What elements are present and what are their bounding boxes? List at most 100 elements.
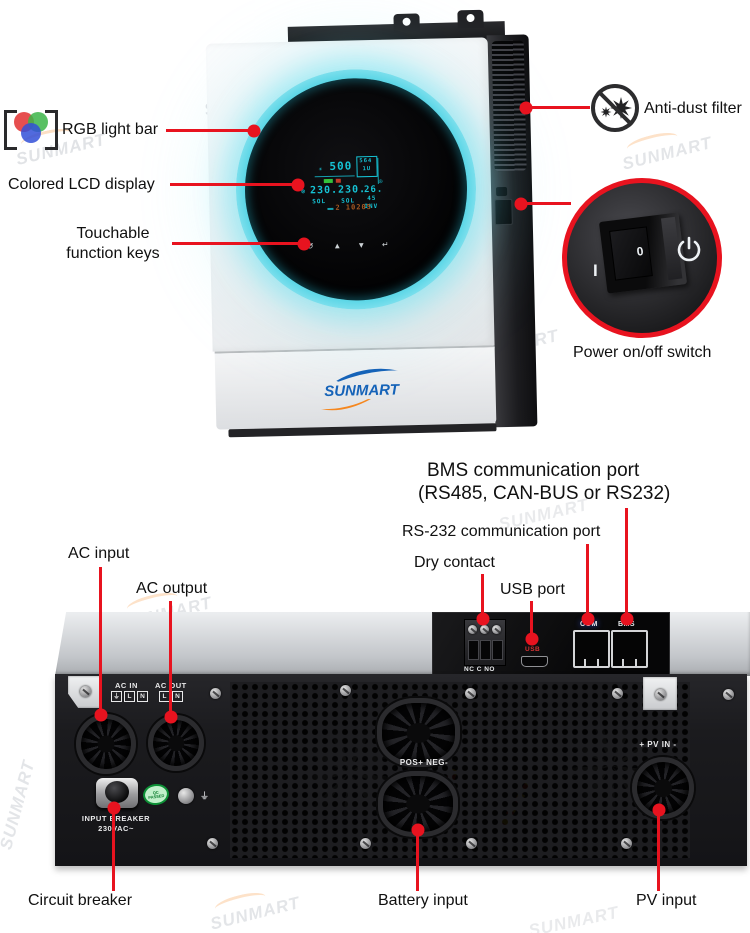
ac-input-grommet[interactable] [76, 714, 136, 774]
breaker-button[interactable] [105, 781, 129, 804]
bracket-tab [457, 9, 484, 29]
callout-dot [519, 101, 533, 115]
callout-line [166, 129, 254, 132]
switch-off-mark: 0 [635, 243, 645, 259]
neutral-pin: N [137, 691, 148, 702]
inverter-bottom-unit: NC C NO USB COM BMS AC IN [48, 608, 750, 868]
watermark: SUNMART [0, 758, 39, 852]
bms-port[interactable] [611, 630, 648, 668]
ground-stud[interactable] [178, 788, 194, 804]
screw [655, 689, 666, 700]
dry-contact-terminal[interactable] [464, 619, 506, 666]
circuit-breaker[interactable] [96, 778, 138, 808]
callout-dot [525, 632, 539, 646]
anti-dust-icon [591, 84, 639, 132]
logo-swoosh-top [336, 368, 399, 382]
lcd-temp: 45 [367, 194, 377, 203]
screw [621, 838, 632, 849]
callout-line [530, 601, 533, 634]
lcd-line [314, 175, 355, 178]
bracket-hole [466, 13, 475, 23]
terminal-slot [492, 640, 503, 660]
terminal-screw [492, 625, 501, 634]
ground-symbol: ⏚ [200, 791, 210, 801]
usb-port[interactable] [521, 656, 548, 667]
terminal-slot [468, 640, 479, 660]
callout-line [416, 833, 419, 891]
battery-input-label: Battery input [378, 892, 468, 909]
callout-line [169, 601, 172, 713]
neutral-pin: N [172, 691, 183, 702]
callout-line [99, 567, 102, 710]
down-key-icon[interactable]: ▼ [357, 240, 366, 250]
callout-dot [652, 803, 666, 817]
qc-text: QC PASSED [147, 789, 165, 800]
power-switch-slot [494, 198, 513, 226]
terminal-slot [480, 640, 491, 660]
rgb-icon [4, 110, 58, 150]
up-key-icon[interactable]: ▲ [333, 241, 342, 251]
callout-line [586, 544, 589, 616]
ground-pin: ⏚ [111, 691, 122, 702]
lcd-pv-icon: ☀ [318, 166, 323, 174]
callout-dot [107, 801, 121, 815]
com-port[interactable] [573, 630, 610, 668]
live-pin: L [124, 691, 135, 702]
lcd-top-box: 564 1U [356, 155, 378, 178]
logo-swoosh-bottom [320, 399, 371, 411]
anti-dust-label: Anti-dust filter [644, 100, 742, 117]
lcd-bottom-code: 2 10205 [335, 202, 373, 212]
callout-dot [297, 237, 311, 251]
callout-dot [620, 612, 634, 626]
lcd-left-mode: SOL [312, 198, 327, 206]
callout-line [657, 813, 660, 891]
side-port-slot [495, 186, 508, 197]
circuit-breaker-label: Circuit breaker [28, 892, 133, 909]
rgb-bracket-left [4, 110, 17, 150]
callout-dot [291, 178, 305, 192]
ac-output-grommet[interactable] [148, 715, 204, 771]
callout-line [625, 508, 628, 616]
function-keys-label-line1: Touchable [76, 225, 150, 242]
ac-input-label: AC input [68, 545, 130, 562]
rgb-light-bar-label: RGB light bar [62, 121, 159, 138]
screw [210, 688, 221, 699]
power-switch-housing: 0 [598, 212, 688, 294]
callout-dot [514, 197, 528, 211]
enter-key-icon[interactable]: ↵ [381, 240, 389, 250]
screw [612, 688, 623, 699]
callout-dot [94, 708, 108, 722]
lcd-mid-voltage: 230. [337, 184, 367, 196]
battery-grommet-pos[interactable] [377, 698, 460, 767]
screw [723, 689, 734, 700]
callout-dot [476, 612, 490, 626]
terminal-screw [480, 625, 489, 634]
callout-line [112, 811, 115, 891]
bracket-hole [402, 17, 411, 26]
breaker-marking-line2: 230VAC~ [98, 824, 134, 833]
screw [80, 686, 91, 697]
switch-on-mark: I [593, 261, 598, 280]
screw [207, 838, 218, 849]
pv-input-label: PV input [636, 892, 697, 909]
lcd-top-box-value: 564 [359, 157, 373, 165]
terminal-screw [468, 625, 477, 634]
lcd-pv-power: 500 [329, 159, 353, 173]
screw [340, 685, 351, 696]
lcd-line [327, 207, 334, 211]
power-switch-zoom: 0 I [562, 178, 722, 338]
ac-in-pins: ⏚ L N [111, 691, 148, 702]
qc-passed-sticker: QC PASSED [141, 782, 171, 807]
blue-circle-icon [21, 123, 41, 143]
screw [466, 838, 477, 849]
callout-dot [247, 124, 261, 138]
ac-output-label: AC output [136, 580, 208, 597]
power-switch-rocker[interactable]: 0 [609, 226, 653, 281]
power-symbol-icon [677, 236, 701, 262]
screw [465, 688, 476, 699]
callout-line [170, 183, 298, 186]
screw [360, 838, 371, 849]
lcd-display-label: Colored LCD display [8, 176, 155, 193]
bracket-tab [393, 13, 420, 33]
rs232-label: RS-232 communication port [402, 523, 601, 540]
